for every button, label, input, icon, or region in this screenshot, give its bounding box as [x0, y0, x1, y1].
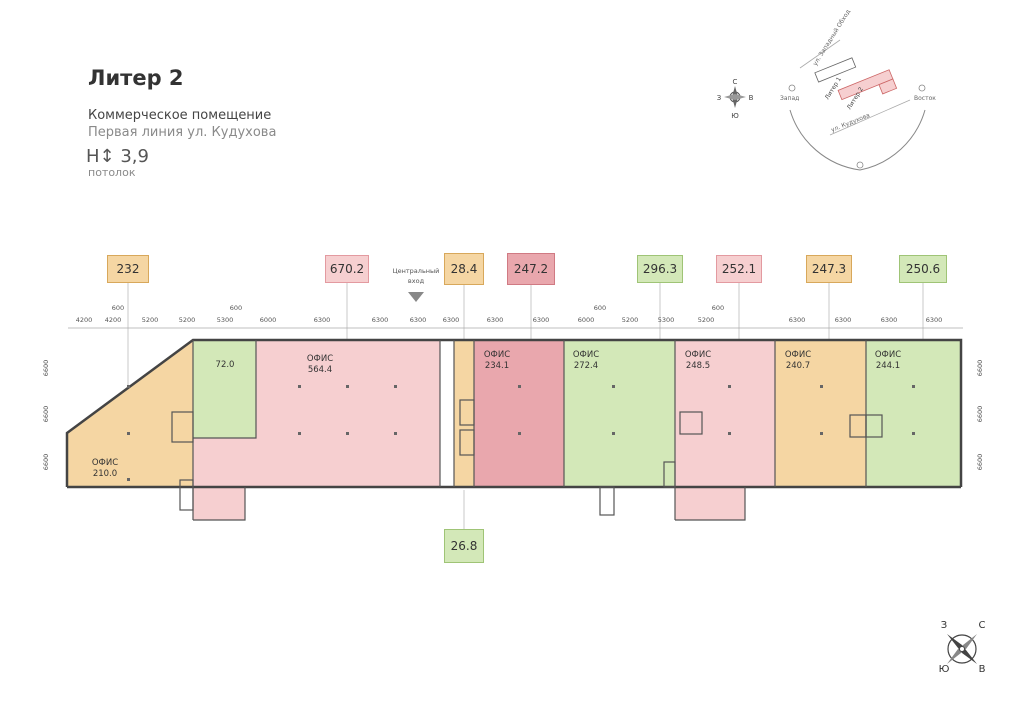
room-label: ОФИС — [484, 350, 510, 360]
dim-side-left: 6600 — [42, 360, 50, 377]
room-area: 272.4 — [574, 361, 598, 371]
dim-top: 6300 — [372, 316, 389, 324]
dim-top: 5200 — [142, 316, 159, 324]
subtitle-street: Первая линия ул. Кудухова — [88, 125, 277, 140]
dim-600: 600 — [112, 304, 124, 312]
sunset-icon — [788, 84, 796, 92]
dim-top: 6300 — [926, 316, 943, 324]
compass-large-s: Ю — [939, 664, 950, 675]
area-tag-232[interactable]: 232 — [107, 255, 149, 283]
area-tag-670[interactable]: 670.2 — [325, 255, 369, 283]
compass-small-w: З — [717, 94, 722, 102]
compass-large-n: С — [979, 620, 986, 631]
room-244[interactable] — [866, 340, 961, 487]
area-tag-247-3[interactable]: 247.3 — [806, 255, 852, 283]
compass-large-w: З — [941, 620, 947, 631]
keyplan-street-top: ул. Западный Обход — [812, 8, 852, 67]
dim-top: 6300 — [410, 316, 427, 324]
keyplan-west: Запад — [780, 95, 799, 102]
dim-top: 6300 — [789, 316, 806, 324]
sun-icon — [856, 161, 864, 169]
room-label: ОФИС — [785, 350, 811, 360]
room-label: ОФИС — [685, 350, 711, 360]
dim-600: 600 — [594, 304, 606, 312]
entrance-arrow-icon — [408, 292, 424, 302]
area-tag-247-2[interactable]: 247.2 — [507, 253, 555, 285]
compass-small-e: В — [749, 94, 754, 102]
dim-top: 5300 — [658, 316, 675, 324]
room-area: 234.1 — [485, 361, 509, 371]
room-area: 564.4 — [308, 365, 332, 375]
dim-side-left: 6600 — [42, 454, 50, 471]
dim-side-left: 6600 — [42, 406, 50, 423]
room-272[interactable] — [564, 340, 675, 487]
keyplan-east: Восток — [914, 95, 936, 102]
room-label: ОФИС — [307, 354, 333, 364]
dim-top: 6300 — [487, 316, 504, 324]
area-tag-250[interactable]: 250.6 — [899, 255, 947, 283]
room-564[interactable] — [193, 340, 440, 520]
compass-small-s: Ю — [731, 112, 739, 120]
dim-side-right: 6600 — [976, 360, 984, 377]
room-corridor[interactable] — [454, 340, 474, 487]
dim-top: 4200 — [76, 316, 93, 324]
keyplan-street-bottom: ул. Кудухова — [830, 112, 871, 134]
page-title: Литер 2 — [88, 66, 184, 90]
entrance-label-1: Центральный — [393, 267, 440, 275]
dim-top: 5300 — [217, 316, 234, 324]
dim-top: 5200 — [179, 316, 196, 324]
room-234[interactable] — [474, 340, 564, 487]
dim-side-right: 6600 — [976, 454, 984, 471]
room-248[interactable] — [675, 340, 775, 520]
area-tag-28[interactable]: 28.4 — [444, 253, 484, 285]
room-area: 244.1 — [876, 361, 900, 371]
compass-small-n: С — [733, 78, 738, 86]
compass-small-icon: С Ю З В — [717, 78, 754, 120]
dim-top: 6300 — [314, 316, 331, 324]
dim-top: 4200 — [105, 316, 122, 324]
room-240[interactable] — [775, 340, 866, 487]
room-label: ОФИС — [875, 350, 901, 360]
room-label: ОФИС — [92, 458, 118, 468]
dim-600: 600 — [230, 304, 242, 312]
dim-top: 6300 — [835, 316, 852, 324]
room-area: 210.0 — [93, 469, 117, 479]
ceiling-height: H↕ 3,9 — [86, 146, 149, 167]
dim-top: 6000 — [578, 316, 595, 324]
dim-top: 6000 — [260, 316, 277, 324]
dim-top: 6300 — [443, 316, 460, 324]
keyplan-liter1: Литер 1 — [824, 76, 843, 101]
room-label: ОФИС — [573, 350, 599, 360]
dim-top: 5200 — [698, 316, 715, 324]
compass-large-icon: З С Ю В — [939, 620, 986, 675]
entrance-label-2: вход — [408, 277, 425, 285]
subtitle: Коммерческое помещение — [88, 108, 272, 123]
dim-side-right: 6600 — [976, 406, 984, 423]
ceiling-label: потолок — [88, 166, 136, 179]
room-area: 248.5 — [686, 361, 710, 371]
area-tag-296[interactable]: 296.3 — [637, 255, 683, 283]
area-tag-26[interactable]: 26.8 — [444, 529, 484, 563]
dim-top: 6300 — [533, 316, 550, 324]
sunrise-icon — [918, 84, 926, 92]
room-72[interactable] — [193, 340, 256, 438]
room-area: 72.0 — [216, 360, 235, 370]
dim-600: 600 — [712, 304, 724, 312]
dim-top: 6300 — [881, 316, 898, 324]
dim-top: 5200 — [622, 316, 639, 324]
compass-large-e: В — [979, 664, 986, 675]
area-tag-252[interactable]: 252.1 — [716, 255, 762, 283]
key-plan: ул. Западный Обход Литер 1 Литер 2 ул. К… — [780, 8, 936, 171]
room-210[interactable] — [67, 340, 193, 487]
room-area: 240.7 — [786, 361, 810, 371]
